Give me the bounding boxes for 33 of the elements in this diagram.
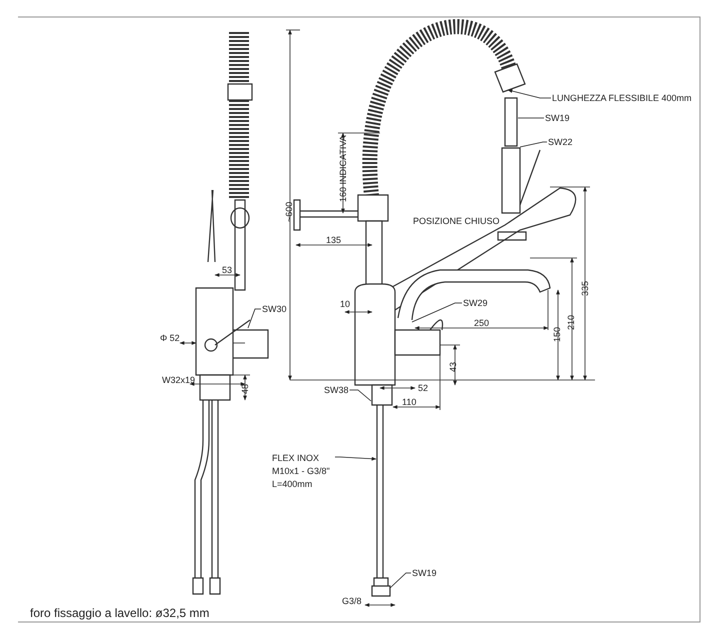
dimension-text: 160 INDICATIVA [338, 135, 348, 202]
leader-line [508, 89, 552, 98]
callout-text: SW22 [548, 137, 573, 147]
dimension-text: 210 [566, 314, 576, 330]
callout-text: SW19 [545, 113, 570, 123]
dimension-text: 48 [240, 384, 250, 394]
callout-text: SW30 [262, 304, 287, 314]
dimension-text: 250 [474, 318, 490, 328]
leader-line [334, 456, 376, 461]
dimension-text: 43 [448, 362, 458, 372]
dimension-text: 150 [552, 326, 562, 342]
note-text: POSIZIONE CHIUSO [413, 216, 500, 226]
footnote-text: foro fissaggio a lavello: ø32,5 mm [30, 606, 210, 620]
callout-text: LUNGHEZZA FLESSIBILE 400mm [552, 93, 692, 103]
leader-line [390, 572, 412, 588]
dimension-text: G3/8 [342, 596, 362, 606]
dimension-text: Φ 52 [160, 333, 180, 343]
dimension-text: 110 [402, 397, 416, 407]
leader-line [248, 308, 262, 328]
dimension-text: ~600 [284, 202, 294, 222]
leader-line [412, 302, 462, 322]
callout-text: SW38 [324, 385, 349, 395]
dimension-text: 135 [326, 235, 342, 245]
dimension-text: 52 [418, 383, 428, 393]
dimension-text: 53 [222, 265, 232, 275]
dimension-text: W32x19 [162, 375, 196, 385]
leader-line [349, 390, 372, 402]
callout-text: SW19 [412, 568, 437, 578]
dimension-text: 10 [340, 299, 350, 309]
dimension-text: 335 [580, 280, 590, 296]
callout-text: SW29 [463, 298, 488, 308]
leader-line [520, 142, 548, 148]
callout-text: FLEX INOX M10x1 - G3/8" L=400mm [272, 452, 334, 491]
